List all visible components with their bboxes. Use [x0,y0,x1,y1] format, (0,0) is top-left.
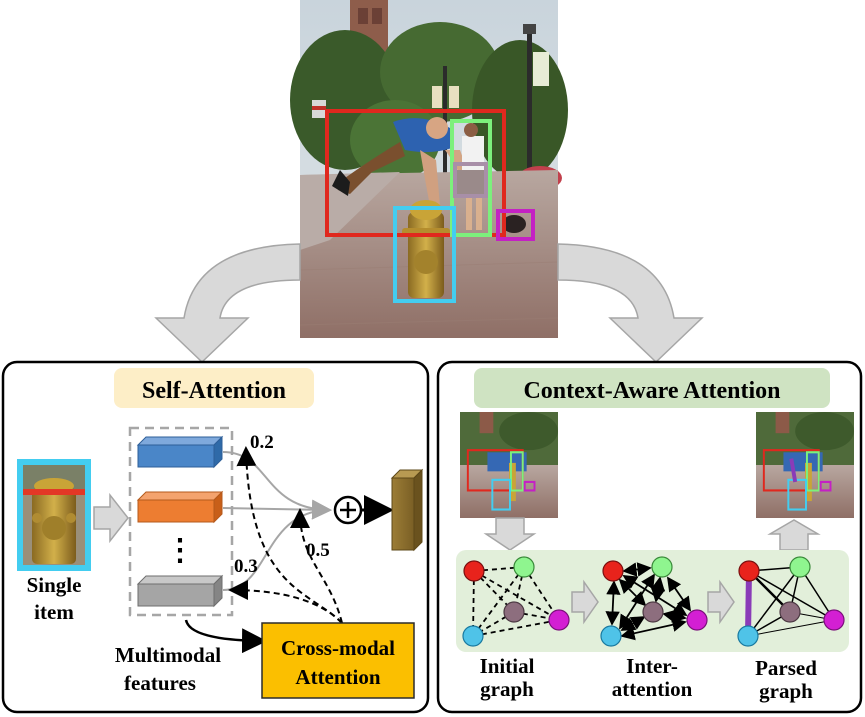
multimodal-label-line1: Multimodal [115,643,221,667]
node-pedestrian [651,556,673,578]
cross-modal-box [261,622,415,699]
weight-gray: 0.3 [234,556,258,577]
initial-graph [462,556,570,647]
feature-gray [136,574,224,608]
graph-label-initial-line1: Initial [480,654,535,678]
split-arrows [154,243,704,364]
single-item-label-line2: item [34,600,74,624]
graph2-to-graph3-arrow [707,579,735,625]
attention-dashed-arrows [228,446,343,624]
single-item-image [17,459,91,571]
graph-label-parsed-line1: Parsed [755,656,817,680]
scene-photo [290,0,568,338]
single-item-label-line1: Single [27,573,82,597]
multimodal-label-line2: features [124,671,196,695]
graph-to-photo-arrow [767,519,821,551]
feature-blue [136,435,224,469]
node-hydrant [737,625,759,647]
node-bag [779,601,801,623]
inter-attention-graph [600,556,708,647]
graph1-to-graph2-arrow [571,579,599,625]
node-hydrant [462,625,484,647]
graph-label-inter-line1: Inter- [626,654,678,678]
node-bag [503,601,525,623]
weight-blue: 0.2 [250,432,274,453]
node-person [738,560,760,582]
node-person [602,560,624,582]
self-attention-title: Self-Attention [142,378,286,404]
feature-container [128,426,234,617]
node-dog [686,609,708,631]
feature-orange [136,490,224,524]
self-attention-panel: Self-Attention Single item [1,360,430,714]
context-aware-panel: Context-Aware Attention [436,360,863,714]
mini-photo-output [756,412,854,518]
cross-modal-label-line1: Cross-modal [281,636,395,660]
feature-ellipsis: ⋮ [165,534,195,567]
node-pedestrian [513,556,535,578]
node-hydrant [600,625,622,647]
graph-label-inter-line2: attention [612,677,693,701]
self-attention-title-bg [114,368,314,408]
parsed-graph [737,556,845,647]
node-bag [642,601,664,623]
photo-to-graph-arrow [483,517,537,551]
graph-label-parsed-line2: graph [759,679,813,703]
graph-label-initial-line2: graph [480,677,534,701]
node-pedestrian [789,556,811,578]
context-aware-title-bg [474,368,830,408]
cross-modal-label-line2: Attention [295,665,380,689]
node-person [463,560,485,582]
node-dog [823,609,845,631]
sum-operator [333,495,363,525]
features-to-crossmodal-arrow [184,619,267,654]
weight-orange: 0.5 [306,540,330,561]
output-feature [390,468,424,552]
node-dog [548,609,570,631]
mini-photo-input [460,412,558,518]
item-to-features-arrow [93,492,129,544]
context-aware-title: Context-Aware Attention [523,378,780,404]
